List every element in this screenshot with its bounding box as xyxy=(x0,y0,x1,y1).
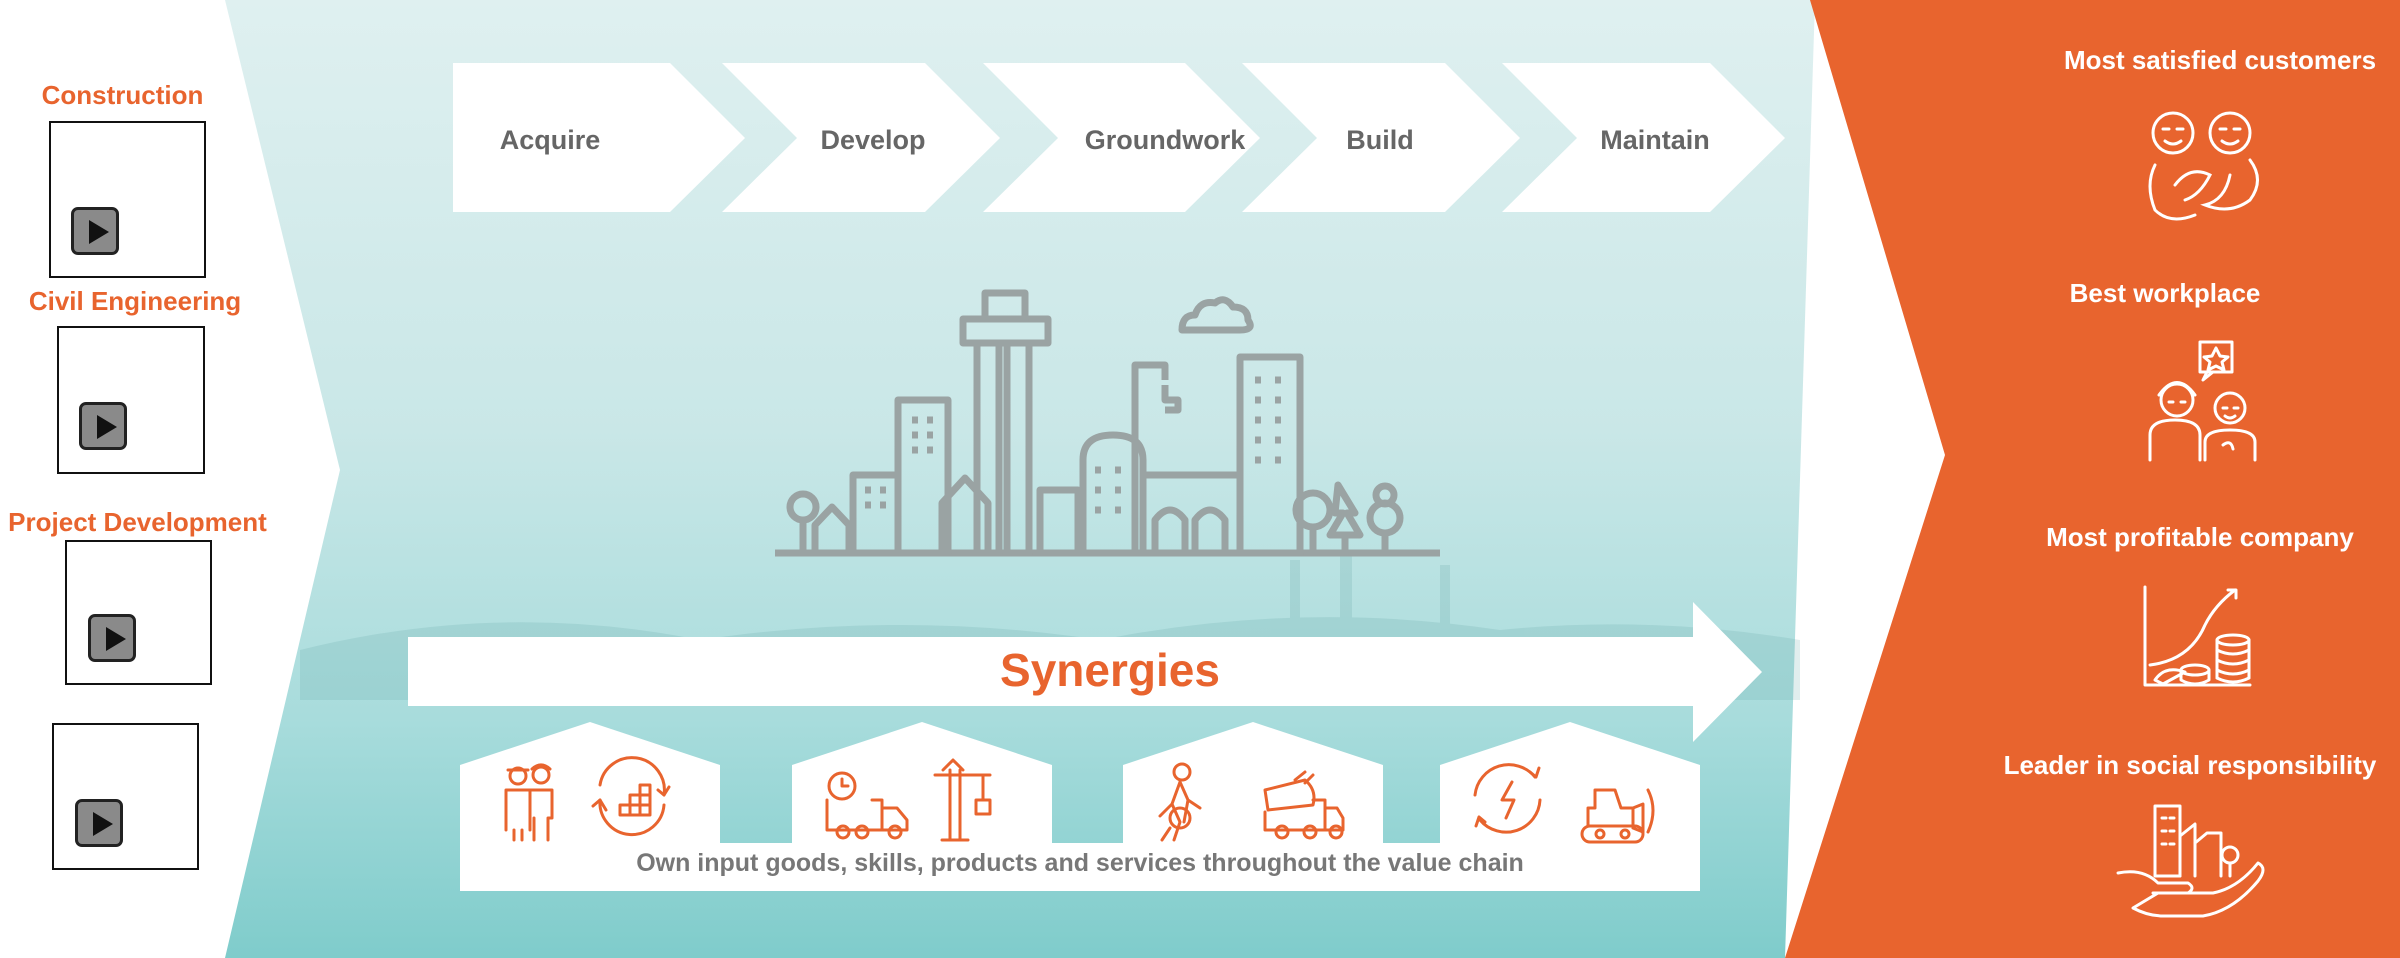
step-build: Build xyxy=(1346,125,1414,155)
synergy-house-1 xyxy=(460,722,720,843)
orange-goals-panel xyxy=(1785,0,2400,958)
play-icon[interactable] xyxy=(71,207,119,255)
teal-background-panel xyxy=(225,0,1815,958)
video-label-civil-engineering: Civil Engineering xyxy=(28,286,242,316)
step-develop: Develop xyxy=(820,125,926,155)
video-label-construction: Construction xyxy=(41,80,204,110)
video-thumbnail[interactable] xyxy=(65,540,212,685)
chevron-groundwork xyxy=(983,63,1260,212)
play-icon[interactable] xyxy=(75,799,123,847)
energy-cycle-icon xyxy=(1473,763,1542,834)
delivery-truck-icon xyxy=(825,771,909,840)
video-thumbnail[interactable] xyxy=(57,326,205,474)
goal-label-social-responsibility: Leader in social responsibility xyxy=(2003,750,2377,780)
recycle-blocks-icon xyxy=(591,756,671,837)
video-thumbnail[interactable] xyxy=(52,723,199,870)
chevron-build xyxy=(1242,63,1520,212)
chevron-maintain xyxy=(1502,63,1785,212)
synergies-caption: Own input goods, skills, products and se… xyxy=(636,849,1524,877)
workplace-icon xyxy=(2148,340,2257,462)
synergy-house-4 xyxy=(1440,722,1700,843)
synergies-label: Synergies xyxy=(1000,644,1220,696)
social-responsibility-icon xyxy=(2116,804,2265,918)
chevron-acquire xyxy=(453,63,745,212)
satisfied-customers-icon xyxy=(2148,111,2259,221)
worker-people-icon xyxy=(504,763,554,842)
step-acquire: Acquire xyxy=(499,125,601,155)
play-icon[interactable] xyxy=(88,614,136,662)
video-label-project-development: Project Development xyxy=(8,507,267,537)
goal-label-satisfied-customers: Most satisfied customers xyxy=(2063,45,2377,75)
goal-label-most-profitable: Most profitable company xyxy=(2046,522,2354,552)
caption-bar xyxy=(460,843,1700,891)
road-worker-icon xyxy=(1158,762,1202,842)
city-skyline-icon xyxy=(775,289,1440,557)
step-groundwork: Groundwork xyxy=(1084,125,1246,155)
chevron-develop xyxy=(722,63,1000,212)
play-icon[interactable] xyxy=(79,402,127,450)
goal-label-best-workplace: Best workplace xyxy=(2069,278,2261,308)
profit-chart-icon xyxy=(2143,585,2252,687)
video-thumbnail[interactable] xyxy=(49,121,206,278)
concrete-mixer-icon xyxy=(1263,770,1345,840)
step-maintain: Maintain xyxy=(1600,125,1710,155)
crane-icon xyxy=(933,758,992,842)
bulldozer-icon xyxy=(1580,788,1655,844)
